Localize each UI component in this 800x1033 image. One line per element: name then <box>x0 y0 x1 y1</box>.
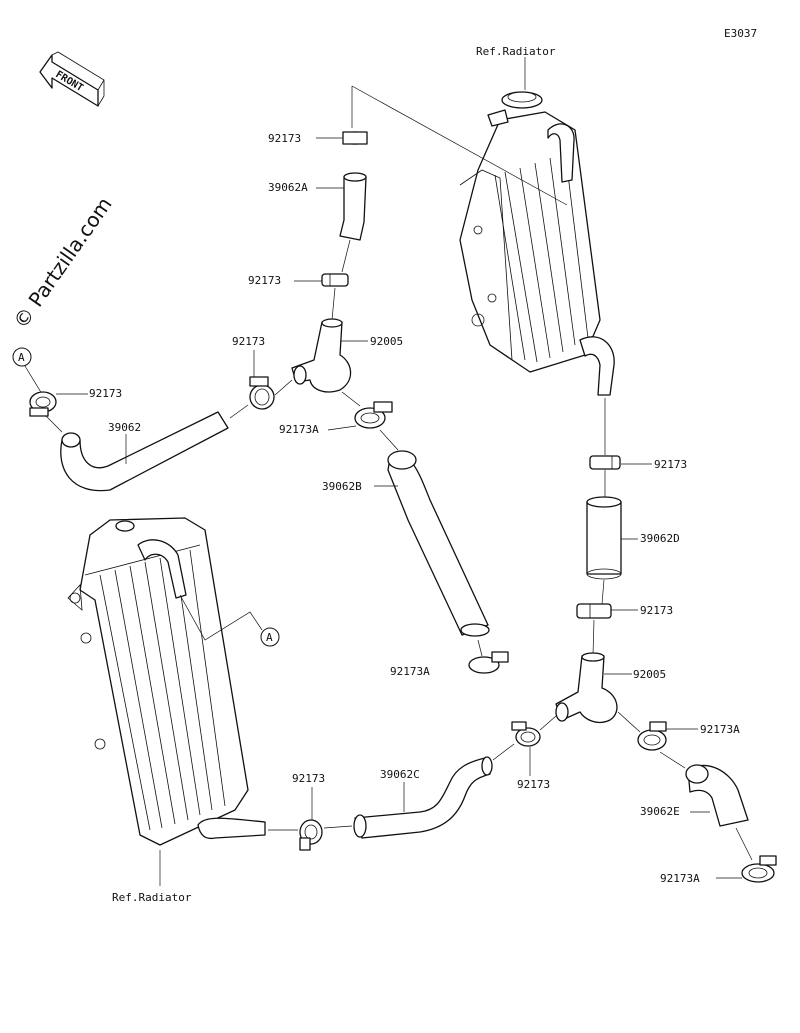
clamp-92173a-3 <box>637 721 667 751</box>
clamp-bottom-left <box>299 819 323 851</box>
label-clamp-a-left: 92173 <box>89 387 122 400</box>
hose-39062b <box>387 450 490 637</box>
label-hose-39062: 39062 <box>108 421 141 434</box>
label-clamp-top-2: 92173 <box>248 274 281 287</box>
label-hose-39062c: 39062C <box>380 768 420 781</box>
clamp-92173a-2 <box>468 651 509 674</box>
clamp-top-2 <box>321 273 349 287</box>
label-clamp-left-mid: 92173 <box>232 335 265 348</box>
callout-a-right: A <box>179 594 280 647</box>
clamp-right-2 <box>576 603 612 619</box>
label-fitting-bottom: 92005 <box>633 668 666 681</box>
callout-a-left: A <box>12 347 43 395</box>
label-hose-39062d: 39062D <box>640 532 680 545</box>
radiator-bottom-left <box>67 517 266 846</box>
label-clamp-92173a-2: 92173A <box>390 665 430 678</box>
svg-text:A: A <box>266 631 273 644</box>
clamp-92173a-4 <box>741 855 777 883</box>
label-hose-39062a: 39062A <box>268 181 308 194</box>
label-clamp-top-1: 92173 <box>268 132 301 145</box>
front-arrow-icon: FRONT <box>39 51 105 107</box>
clamp-left-mid <box>249 376 275 410</box>
hose-39062a <box>339 172 367 241</box>
diagram-code: E3037 <box>724 27 757 40</box>
hose-39062 <box>60 411 229 492</box>
label-fitting-top: 92005 <box>370 335 403 348</box>
hose-39062e <box>685 764 749 827</box>
label-clamp-92173a-3: 92173A <box>700 723 740 736</box>
hose-39062d <box>586 496 622 580</box>
label-clamp-right-2: 92173 <box>640 604 673 617</box>
clamp-right-1 <box>589 455 621 470</box>
ref-radiator-bottom: Ref.Radiator <box>112 891 192 904</box>
label-clamp-92173a-1: 92173A <box>279 423 319 436</box>
clamp-top-1 <box>342 86 368 145</box>
hose-39062c <box>353 756 493 839</box>
label-clamp-mid-bottom: 92173 <box>517 778 550 791</box>
radiator-top-right <box>459 91 615 396</box>
fitting-92005-top <box>291 318 352 393</box>
label-clamp-right-1: 92173 <box>654 458 687 471</box>
svg-text:A: A <box>18 351 25 364</box>
clamp-mid-bottom <box>511 721 541 747</box>
label-clamp-92173a-4: 92173A <box>660 872 700 885</box>
clamp-a-left <box>29 391 57 417</box>
fitting-92005-bottom <box>555 652 618 724</box>
clamp-92173a-1 <box>354 401 393 429</box>
label-hose-39062b: 39062B <box>322 480 362 493</box>
label-hose-39062e: 39062E <box>640 805 680 818</box>
watermark: © Partzilla.com <box>8 193 116 333</box>
label-clamp-bottom-left: 92173 <box>292 772 325 785</box>
ref-radiator-top: Ref.Radiator <box>476 45 556 58</box>
